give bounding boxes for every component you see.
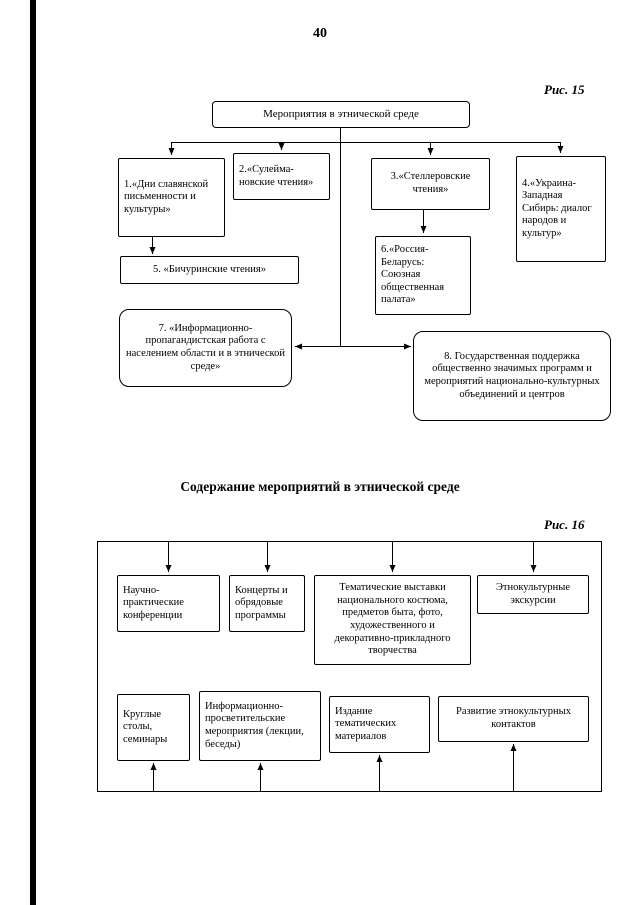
fig15-box-7: 7. «Информационно-пропагандистская работ…: [119, 309, 292, 387]
fig15-caption: Рис. 15: [544, 82, 585, 97]
fig15-box-6: 6.«Россия-Беларусь: Союзная общественная…: [375, 236, 471, 315]
fig16-bottom-box-4: Развитие этнокультурных контактов: [438, 696, 589, 742]
fig15-box-8: 8. Государственная поддержка общественно…: [413, 331, 611, 421]
fig16-top-box-3: Тематические выставки национального кост…: [314, 575, 471, 665]
fig16-outer-box: [97, 541, 602, 792]
fig15-box-2: 2.«Сулейма-новские чтения»: [233, 153, 330, 200]
page-number: 40: [313, 26, 327, 41]
fig16-top-box-4: Этнокультурные экскурсии: [477, 575, 589, 614]
fig15-box-3: 3.«Стеллеровские чтения»: [371, 158, 490, 210]
fig16-caption: Рис. 16: [544, 517, 585, 532]
fig16-top-box-1: Научно-практические конференции: [117, 575, 220, 632]
fig15-box-4: 4.«Украина-Западная Сибирь: диалог народ…: [516, 156, 606, 262]
fig15-box-5: 5. «Бичуринские чтения»: [120, 256, 299, 284]
fig15-box-1: 1.«Дни славянской письменности и культур…: [118, 158, 225, 237]
fig16-bottom-box-2: Информационно-просветительские мероприят…: [199, 691, 321, 761]
fig16-section-title: Содержание мероприятий в этнической сред…: [180, 479, 460, 494]
scan-margin-bar: [30, 0, 36, 905]
fig16-bottom-box-3: Издание тематических материалов: [329, 696, 430, 753]
fig16-top-box-2: Концерты и обрядовые программы: [229, 575, 305, 632]
fig16-bottom-box-1: Круглые столы, семинары: [117, 694, 190, 761]
fig15-root-box: Мероприятия в этнической среде: [212, 101, 470, 128]
